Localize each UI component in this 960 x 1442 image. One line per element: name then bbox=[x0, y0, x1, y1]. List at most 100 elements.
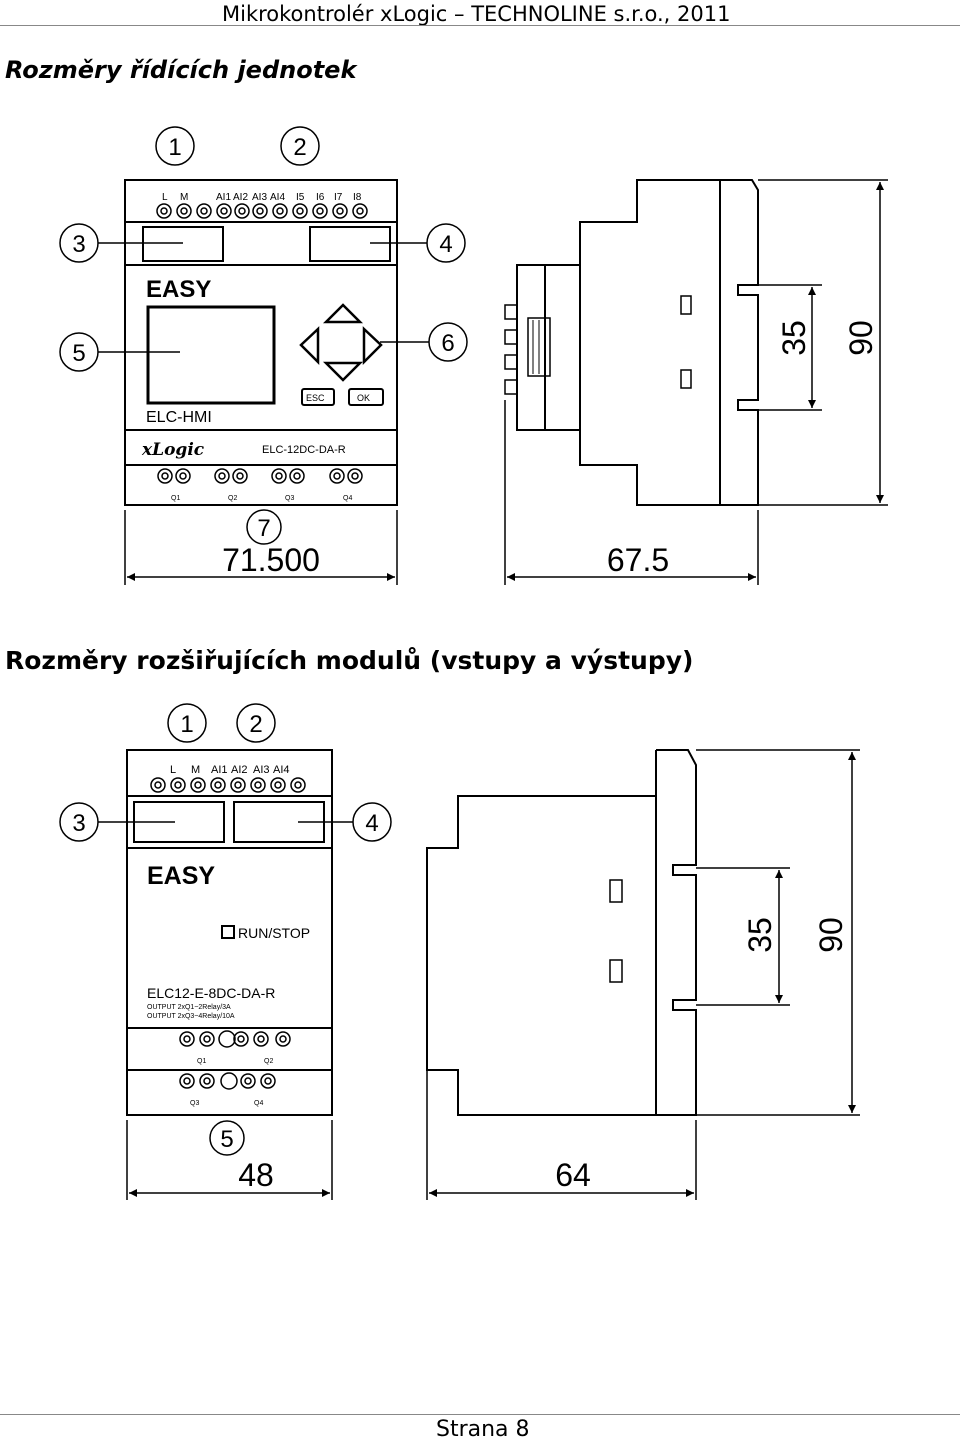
output-screw-center bbox=[275, 472, 283, 480]
terminal-label: I7 bbox=[334, 192, 343, 203]
terminal-screw bbox=[272, 203, 288, 219]
module-terminal-label: M bbox=[191, 764, 200, 776]
output-label: Q4 bbox=[343, 495, 352, 502]
terminal-label: M bbox=[180, 192, 188, 203]
dpad-icon bbox=[299, 303, 383, 382]
callout-4: 4 bbox=[439, 231, 452, 258]
terminal-screw-center bbox=[316, 207, 324, 215]
depth-dimension-2 bbox=[426, 749, 860, 1200]
technical-drawings: EASY ELC-HMI ESC OK xLogic ELC-12DC-DA-R… bbox=[59, 126, 888, 1200]
rail-value-2: 35 bbox=[742, 917, 778, 953]
ok-label: OK bbox=[357, 393, 370, 403]
header-divider bbox=[0, 25, 960, 26]
terminal-screw-center bbox=[220, 207, 228, 215]
page-number: Strana 8 bbox=[436, 1417, 530, 1442]
section1-title: Rozměry řídících jednotek bbox=[5, 56, 357, 84]
module-callout-2: 2 bbox=[249, 711, 262, 738]
callout-6: 6 bbox=[441, 330, 454, 357]
output-screw bbox=[175, 468, 191, 484]
esc-button bbox=[301, 388, 335, 406]
module-output-label: Q1 bbox=[197, 1058, 206, 1065]
terminal-screw bbox=[252, 203, 268, 219]
module-callout-4: 4 bbox=[365, 810, 378, 837]
width-dimension-1 bbox=[124, 510, 398, 585]
module-terminal-screw bbox=[170, 777, 186, 793]
module-callout-5: 5 bbox=[220, 1126, 233, 1153]
module-output-screw bbox=[253, 1031, 269, 1047]
module-brand-label: EASY bbox=[147, 862, 215, 890]
module-terminal-screw bbox=[210, 777, 226, 793]
model-label: ELC-12DC-DA-R bbox=[262, 444, 346, 456]
module-side-view bbox=[426, 749, 697, 1116]
output-screw-center bbox=[351, 472, 359, 480]
module-model-label: ELC12-E-8DC-DA-R bbox=[147, 985, 275, 1001]
terminal-label: AI4 bbox=[270, 192, 285, 203]
terminal-label: I8 bbox=[353, 192, 362, 203]
module-terminal-label: AI4 bbox=[273, 764, 290, 776]
module-output-hole bbox=[218, 1030, 236, 1048]
terminal-screw bbox=[234, 203, 250, 219]
output-screw bbox=[157, 468, 173, 484]
slot-left bbox=[142, 226, 224, 262]
output-screw bbox=[329, 468, 345, 484]
output-screw-center bbox=[333, 472, 341, 480]
slot-right bbox=[309, 226, 391, 262]
output-screw bbox=[214, 468, 230, 484]
terminal-screw-center bbox=[356, 207, 364, 215]
output-screw-center bbox=[236, 472, 244, 480]
terminal-screw-center bbox=[256, 207, 264, 215]
terminal-screw bbox=[216, 203, 232, 219]
width-value-1: 71.500 bbox=[222, 542, 320, 578]
terminal-screw bbox=[312, 203, 328, 219]
depth-dimension-1 bbox=[504, 179, 888, 585]
output-screw-center bbox=[293, 472, 301, 480]
module-terminal-label: AI1 bbox=[211, 764, 228, 776]
module-output-label: Q3 bbox=[190, 1100, 199, 1107]
terminal-screw bbox=[352, 203, 368, 219]
module-terminal-label: L bbox=[170, 764, 176, 776]
terminal-label: AI2 bbox=[233, 192, 248, 203]
callout-3: 3 bbox=[72, 231, 85, 258]
esc-label: ESC bbox=[306, 393, 325, 403]
module-terminal-screw-center bbox=[234, 781, 242, 789]
output-screw-center bbox=[218, 472, 226, 480]
module-output-screw-center bbox=[279, 1035, 287, 1043]
output-screw bbox=[289, 468, 305, 484]
module-terminal-label: AI2 bbox=[231, 764, 248, 776]
module-terminal-screw-center bbox=[174, 781, 182, 789]
output-screw-center bbox=[179, 472, 187, 480]
module-terminal-screw bbox=[250, 777, 266, 793]
output-line-1: OUTPUT 2xQ1~2Relay/3A bbox=[147, 1004, 231, 1011]
output-label: Q3 bbox=[285, 495, 294, 502]
terminal-screw-center bbox=[200, 207, 208, 215]
footer-divider bbox=[0, 1414, 960, 1415]
module-output-screw-center bbox=[257, 1035, 265, 1043]
module-terminal-screw-center bbox=[194, 781, 202, 789]
terminal-screw bbox=[176, 203, 192, 219]
output-label: Q2 bbox=[228, 495, 237, 502]
width-value-2: 48 bbox=[238, 1157, 274, 1193]
module-terminal-screw-center bbox=[294, 781, 302, 789]
terminal-screw bbox=[332, 203, 348, 219]
module-terminal-screw bbox=[150, 777, 166, 793]
module-output-screw bbox=[233, 1031, 249, 1047]
module-terminal-screw-center bbox=[154, 781, 162, 789]
terminal-label: I6 bbox=[316, 192, 325, 203]
module-output-screw-center bbox=[183, 1035, 191, 1043]
terminal-screw-center bbox=[276, 207, 284, 215]
module-output-screw bbox=[179, 1073, 195, 1089]
terminal-label: I5 bbox=[296, 192, 305, 203]
module-output-screw bbox=[260, 1073, 276, 1089]
depth-value-2: 64 bbox=[555, 1157, 591, 1193]
terminal-label: L bbox=[162, 192, 168, 203]
callout-7: 7 bbox=[257, 515, 270, 542]
run-stop-led-icon bbox=[221, 925, 235, 939]
callout-2: 2 bbox=[293, 134, 306, 161]
module-terminal-screw bbox=[270, 777, 286, 793]
page-header: Mikrokontrolér xLogic – TECHNOLINE s.r.o… bbox=[222, 2, 731, 26]
module-terminal-screw-center bbox=[214, 781, 222, 789]
ok-button bbox=[348, 388, 384, 406]
module-callout-3: 3 bbox=[72, 810, 85, 837]
terminal-screw bbox=[292, 203, 308, 219]
section1-callouts bbox=[59, 126, 468, 545]
